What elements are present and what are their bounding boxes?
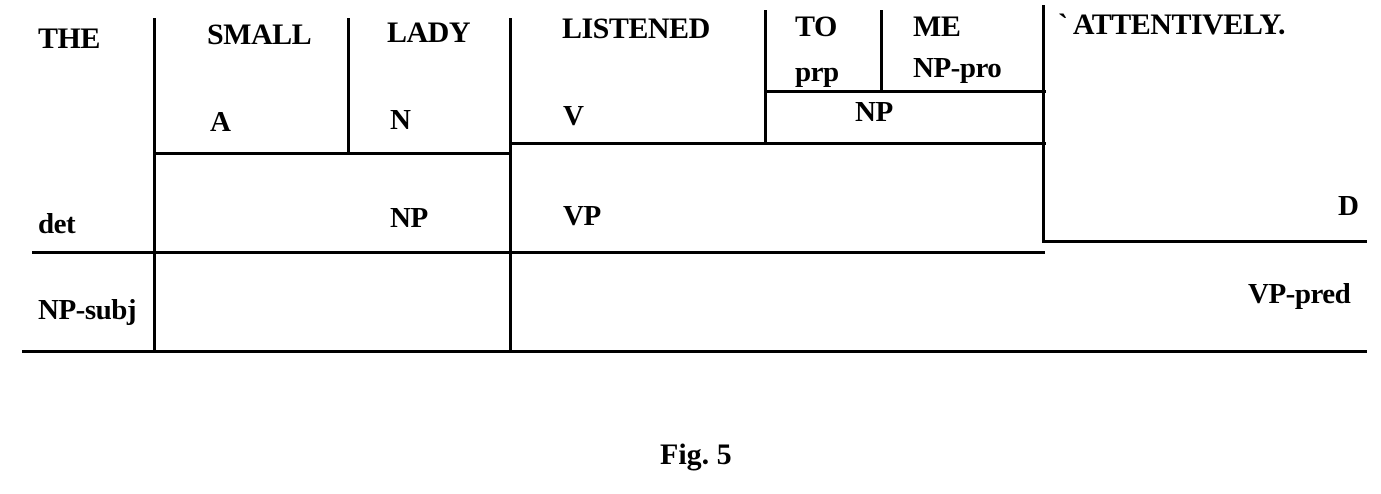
word-small: SMALL xyxy=(207,18,312,51)
listened-to-divider xyxy=(764,10,767,144)
subject-predicate-divider xyxy=(509,18,512,352)
figure-caption: Fig. 5 xyxy=(660,438,732,471)
word-row-rule xyxy=(153,152,512,155)
word-attentively: ` ATTENTIVELY. xyxy=(1058,8,1286,41)
to-me-top-rule xyxy=(765,90,1046,93)
vp-attentively-divider xyxy=(1042,5,1045,243)
the-small-divider xyxy=(153,18,156,352)
vp-top-rule xyxy=(510,142,1046,145)
word-the: THE xyxy=(38,22,100,55)
tag-to: prp xyxy=(795,56,839,88)
tag-listened: V xyxy=(563,100,584,132)
tag-me: NP-pro xyxy=(913,52,1002,84)
word-me: ME xyxy=(913,10,961,43)
small-lady-divider xyxy=(347,18,350,154)
tag-subject: NP-subj xyxy=(38,294,137,326)
word-to: TO xyxy=(795,10,837,43)
tag-predicate: VP-pred xyxy=(1248,278,1351,310)
tag-det: det xyxy=(38,208,76,240)
attentively-bottom-rule xyxy=(1043,240,1367,243)
tag-small-lady-np: NP xyxy=(390,202,428,234)
word-listened: LISTENED xyxy=(562,12,710,45)
tag-vp: VP xyxy=(563,200,601,232)
tag-adverb: D xyxy=(1338,190,1359,222)
to-me-divider xyxy=(880,10,883,92)
tag-to-me-np: NP xyxy=(855,96,893,128)
phrase-row-rule xyxy=(32,251,1045,254)
word-lady: LADY xyxy=(387,16,471,49)
bottom-rule xyxy=(22,350,1367,353)
tag-lady: N xyxy=(390,104,411,136)
tag-small: A xyxy=(210,106,231,138)
